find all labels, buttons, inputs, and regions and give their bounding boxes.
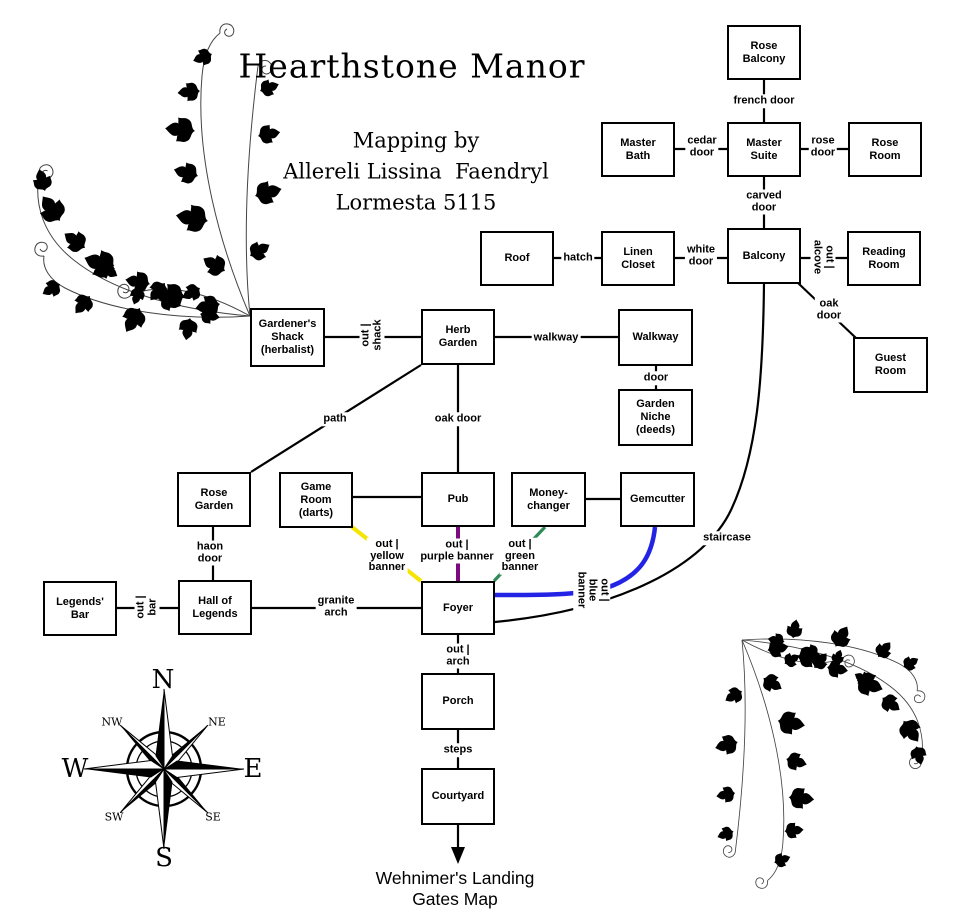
room-legends-bar: Legends' Bar	[43, 581, 117, 636]
room-reading-room: Reading Room	[847, 231, 921, 286]
room-garden-niche: Garden Niche (deeds)	[618, 389, 693, 446]
room-balcony: Balcony	[727, 228, 801, 284]
room-herb-garden: Herb Garden	[421, 309, 495, 365]
label-out-yellow-banner: out | yellow banner	[366, 537, 408, 575]
compass-label-s: S	[155, 843, 173, 873]
compass-label-nw: NW	[101, 715, 123, 729]
label-haon-door: haon door	[194, 540, 226, 566]
compass-label-sw: SW	[104, 810, 124, 824]
room-gardeners-shack: Gardener's Shack (herbalist)	[250, 308, 325, 367]
label-out-shack: out | shack	[359, 317, 385, 353]
label-walkway: walkway	[531, 331, 581, 345]
room-foyer: Foyer	[421, 581, 495, 635]
conn-blue-banner	[493, 526, 658, 598]
compass-label-se: SE	[205, 810, 221, 824]
compass-intercardinal-points	[119, 724, 209, 814]
label-granite-arch: granite arch	[315, 594, 357, 620]
compass-label-n: N	[151, 665, 175, 695]
label-steps: steps	[441, 743, 475, 757]
label-oak-door-pub: oak door	[432, 412, 484, 426]
compass-label-ne: NE	[208, 715, 226, 729]
compass-cardinal-points	[83, 688, 245, 850]
room-pub: Pub	[421, 472, 495, 527]
label-staircase: staircase	[701, 531, 753, 545]
map-title: Hearthstone Manor	[238, 46, 586, 86]
room-roof: Roof	[480, 231, 554, 286]
label-hatch: hatch	[561, 251, 595, 265]
label-out-bar: out | bar	[134, 593, 160, 621]
room-gemcutter: Gemcutter	[620, 472, 695, 527]
label-white-door: white door	[684, 243, 718, 269]
map-credit: Mapping by Allereli Lissina Faendryl Lor…	[283, 128, 549, 215]
room-hall-of-legends: Hall of Legends	[178, 580, 252, 635]
room-courtyard: Courtyard	[421, 768, 495, 825]
label-cedar-door: cedar door	[685, 134, 719, 160]
compass-label-w: W	[61, 754, 89, 784]
room-master-suite: Master Suite	[727, 122, 801, 177]
label-out-arch: out | arch	[444, 643, 472, 669]
label-path: path	[321, 412, 349, 426]
label-rose-door: rose door	[808, 134, 838, 160]
room-porch: Porch	[421, 673, 495, 730]
label-french-door: french door	[731, 94, 797, 108]
label-carved-door: carved door	[744, 189, 784, 215]
room-rose-room: Rose Room	[848, 122, 922, 177]
ivy-ornament-bottom-right	[713, 618, 929, 888]
label-oak-door-guest: oak door	[814, 297, 844, 323]
room-walkway: Walkway	[618, 309, 693, 366]
label-door-niche: door	[641, 371, 671, 385]
label-out-blue-banner: out | blue banner	[573, 569, 611, 611]
label-out-green-banner: out | green banner	[499, 537, 541, 575]
room-master-bath: Master Bath	[601, 122, 675, 177]
room-rose-balcony: Rose Balcony	[727, 25, 801, 80]
label-out-purple-banner: out | purple banner	[418, 538, 496, 564]
room-rose-garden: Rose Garden	[177, 472, 251, 527]
compass-label-e: E	[243, 754, 263, 784]
room-linen-closet: Linen Closet	[601, 231, 675, 286]
exit-destination-label: Wehnimer's Landing Gates Map	[375, 868, 535, 909]
conn-exit-arrow	[451, 825, 465, 864]
room-game-room: Game Room (darts)	[279, 472, 353, 528]
compass-rose-icon	[83, 688, 245, 850]
room-money-changer: Money- changer	[511, 472, 586, 527]
room-guest-room: Guest Room	[853, 337, 928, 393]
label-out-alcove: out | alcove	[810, 237, 836, 277]
